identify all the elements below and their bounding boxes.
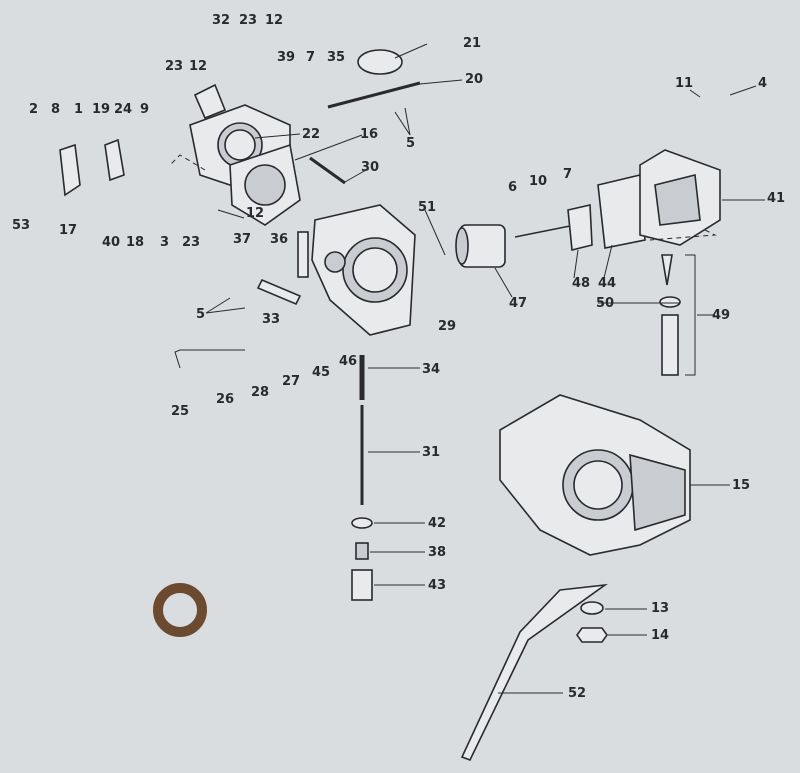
lockwasher-13	[580, 601, 604, 615]
label-42: 42	[428, 516, 446, 531]
label-6: 6	[508, 180, 517, 195]
label-38: 38	[428, 545, 446, 560]
nut-14	[576, 627, 608, 643]
lever-17	[59, 143, 81, 197]
label-24: 24	[114, 102, 132, 117]
label-36: 36	[270, 232, 288, 247]
bracket-52	[460, 583, 608, 762]
part-labels: 32 23 12 21 20 23 12 39 7 35 11 4 2 8 1 …	[12, 13, 785, 701]
label-47: 47	[509, 296, 527, 311]
spring-38	[355, 542, 369, 560]
float-bowl-41	[639, 149, 721, 246]
lever-19	[104, 138, 125, 182]
label-30: 30	[361, 160, 379, 175]
label-17: 17	[59, 223, 77, 238]
parts	[59, 49, 721, 762]
label-23: 23	[182, 235, 200, 250]
label-34: 34	[422, 362, 440, 377]
label-27: 27	[282, 374, 300, 389]
label-2: 2	[29, 102, 38, 117]
label-23: 23	[239, 13, 257, 28]
gasket-16	[229, 143, 301, 226]
label-3: 3	[160, 235, 169, 250]
label-7: 7	[563, 167, 572, 182]
label-1: 1	[74, 102, 83, 117]
label-43: 43	[428, 578, 446, 593]
label-35: 35	[327, 50, 345, 65]
label-5: 5	[196, 307, 205, 322]
label-11: 11	[675, 76, 693, 91]
carburetor-body	[311, 204, 416, 336]
fitting-43	[351, 569, 373, 601]
label-20: 20	[465, 72, 483, 87]
label-12: 12	[246, 206, 264, 221]
label-13: 13	[651, 601, 669, 616]
rod-25	[174, 349, 245, 369]
label-49: 49	[712, 308, 730, 323]
label-46: 46	[339, 354, 357, 369]
label-32: 32	[212, 13, 230, 28]
label-29: 29	[438, 319, 456, 334]
label-7: 7	[306, 50, 315, 65]
label-22: 22	[302, 127, 320, 142]
label-48: 48	[572, 276, 590, 291]
link-37	[256, 278, 302, 306]
label-14: 14	[651, 628, 669, 643]
label-51: 51	[418, 200, 436, 215]
label-10: 10	[529, 174, 547, 189]
label-37: 37	[233, 232, 251, 247]
label-19: 19	[92, 102, 110, 117]
label-23: 23	[165, 59, 183, 74]
jet-49	[661, 314, 679, 376]
label-52: 52	[568, 686, 586, 701]
bracket-48	[567, 204, 593, 252]
gasket-44	[597, 174, 646, 249]
loose-washer	[153, 583, 207, 637]
label-28: 28	[251, 385, 269, 400]
needle-49	[661, 254, 673, 286]
label-25: 25	[171, 404, 189, 419]
label-33: 33	[262, 312, 280, 327]
label-31: 31	[422, 445, 440, 460]
label-8: 8	[51, 102, 60, 117]
label-5: 5	[406, 136, 415, 151]
label-50: 50	[596, 296, 614, 311]
float-47	[455, 224, 506, 268]
label-45: 45	[312, 365, 330, 380]
float-pin	[514, 224, 576, 238]
cover-plate-21	[357, 49, 403, 75]
label-18: 18	[126, 235, 144, 250]
assembled-carburetor-15	[499, 394, 691, 556]
label-39: 39	[277, 50, 295, 65]
pin-30	[309, 156, 346, 185]
label-12: 12	[189, 59, 207, 74]
label-15: 15	[732, 478, 750, 493]
label-40: 40	[102, 235, 120, 250]
label-53: 53	[12, 218, 30, 233]
label-16: 16	[360, 127, 378, 142]
shaft-20	[327, 81, 421, 109]
leader-lines	[205, 43, 765, 694]
label-12: 12	[265, 13, 283, 28]
label-21: 21	[463, 36, 481, 51]
washer-50	[659, 296, 681, 308]
label-4: 4	[758, 76, 767, 91]
label-41: 41	[767, 191, 785, 206]
part-36	[297, 231, 309, 278]
washer-42	[351, 517, 373, 529]
label-9: 9	[140, 102, 149, 117]
label-44: 44	[598, 276, 616, 291]
label-26: 26	[216, 392, 234, 407]
